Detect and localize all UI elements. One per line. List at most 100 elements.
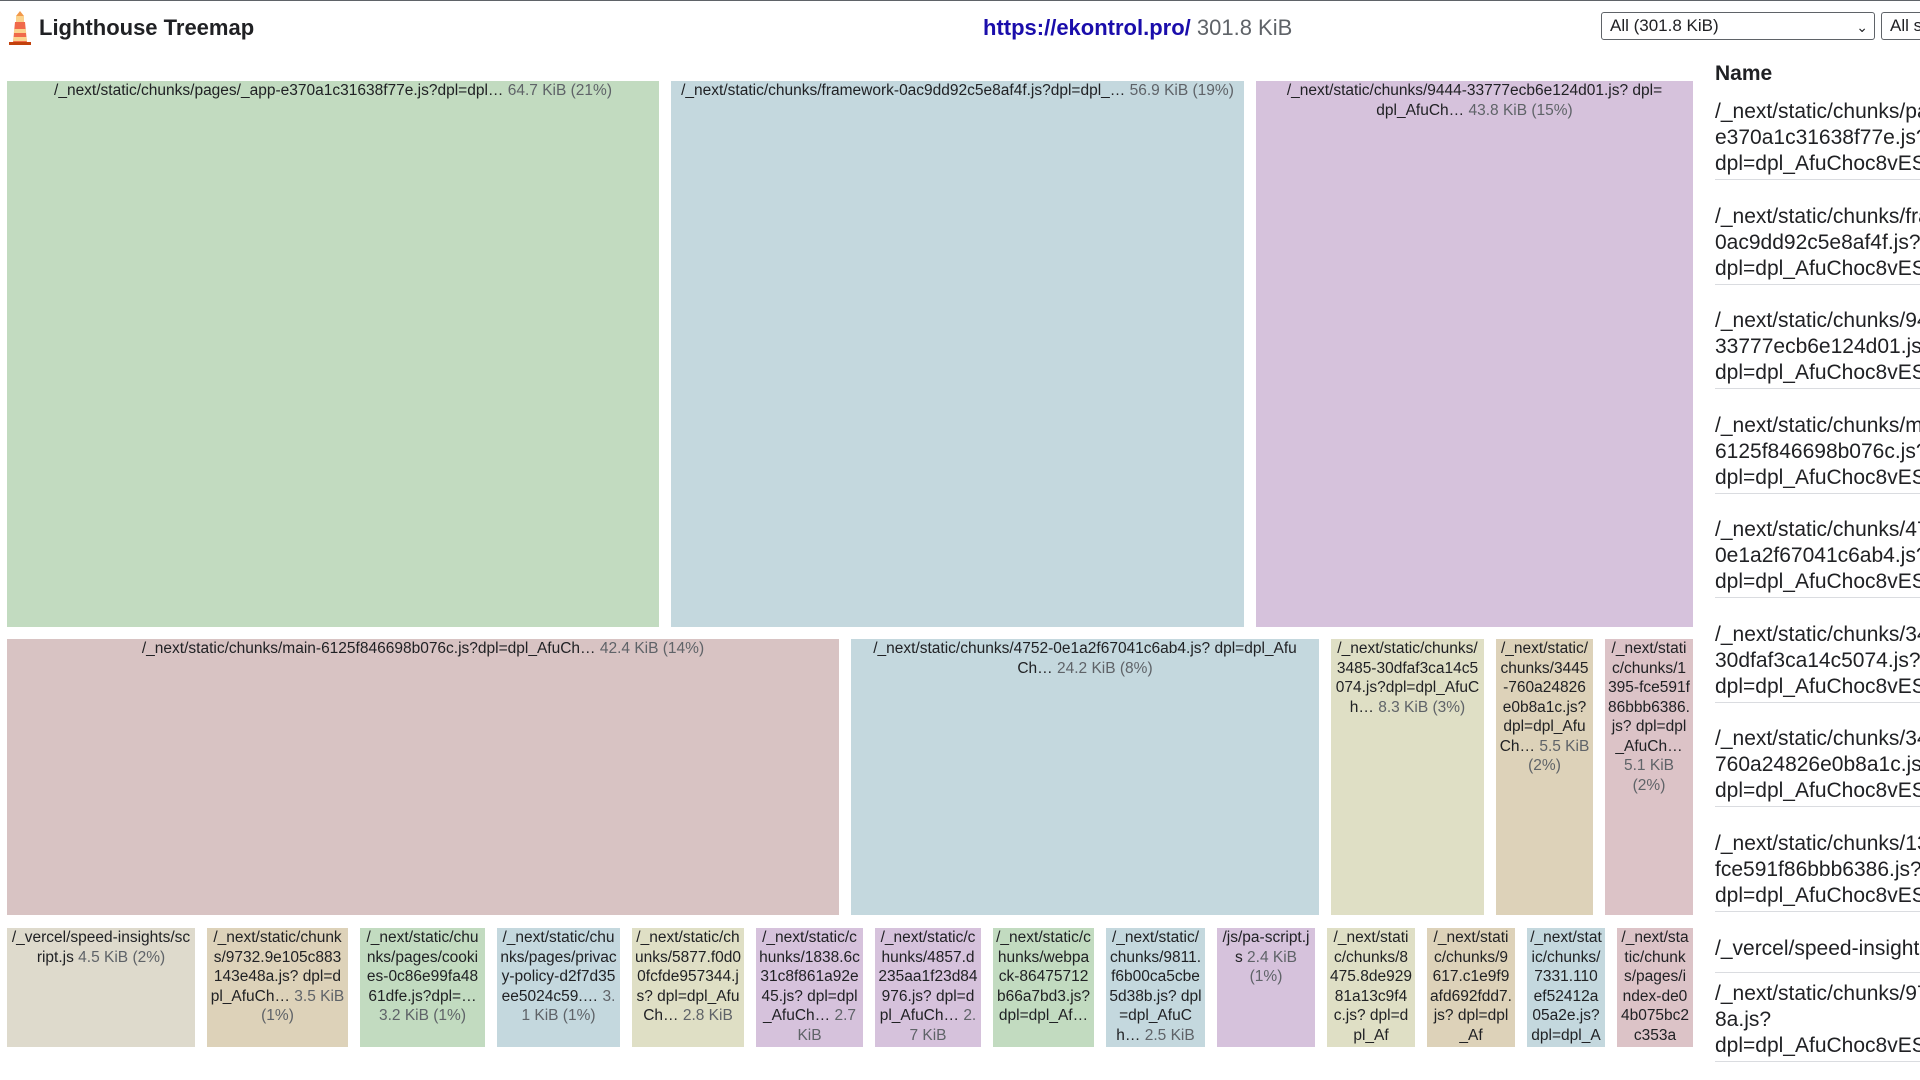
table-row[interactable]: /_next/static/chunks/main- 6125f846698b0… [1715,413,1920,494]
node-name: /_next/static/chunks/pages/_app-e370a1c3… [54,82,504,99]
node-name: /_next/static/chunks/framework-0ac9dd92c… [681,82,1126,99]
treemap-node[interactable]: /_vercel/speed-insights/script.js 4.5 Ki… [7,928,195,1047]
node-name: /_next/static/chunks/9732.9e105c883143e4… [210,929,342,1005]
treemap-node[interactable]: /_next/static/chunks/1838.6c31c8f861a92e… [756,928,863,1047]
table-row[interactable]: /_next/static/chunks/pages/_app- e370a1c… [1715,99,1920,180]
table-row[interactable]: /_next/static/chunks/3445- 760a24826e0b8… [1715,726,1920,807]
row-text-line: /_next/static/chunks/9444- [1715,309,1920,332]
treemap-node[interactable]: /_next/static/chunks/pages/privacy-polic… [497,928,620,1047]
row-text-line: /_next/static/chunks/3445- [1715,727,1920,750]
table-row[interactable]: /_vercel/speed-insights/script.js [1715,936,1920,973]
node-name: /_next/static/chunks/1838.6c31c8f861a92e… [759,929,860,1024]
table-row[interactable]: /_next/static/chunks/1395- fce591f86bbb6… [1715,831,1920,912]
treemap-node[interactable]: /js/pa-script.js 2.4 KiB (1%) [1217,928,1315,1047]
treemap-node[interactable]: /_next/static/chunks/8475.8de92981a13c9f… [1327,928,1415,1047]
lighthouse-logo-icon [9,11,31,45]
node-size: 2.4 KiB (1%) [1247,948,1298,986]
column-header-name[interactable]: Name [1715,62,1773,85]
treemap-node[interactable]: /_next/static/chunks/5877.f0d00fcfde9573… [632,928,744,1047]
node-size: 24.2 KiB (8%) [1057,659,1153,677]
treemap-node[interactable]: /_next/static/chunks/main-6125f846698b07… [7,639,839,915]
row-text-line: 760a24826e0b8a1c.js? [1715,753,1920,776]
node-name: /_next/static/chunks/9444-33777ecb6e124d… [1286,82,1663,119]
node-name: /_next/static/chunks/pages/index-de04b07… [1620,929,1690,1044]
treemap-node[interactable]: /_next/static/chunks/7331.110ef52412a05a… [1527,928,1605,1047]
node-size: 43.8 KiB (15%) [1468,101,1573,119]
app-title: Lighthouse Treemap [39,15,255,40]
row-text-line: /_next/static/chunks/4752- [1715,518,1920,541]
table-row[interactable]: /_next/static/chunks/9444- 33777ecb6e124… [1715,308,1920,389]
treemap-node[interactable]: /_next/static/chunks/9444-33777ecb6e124d… [1256,81,1693,627]
treemap-node[interactable]: /_next/static/chunks/webpack-86475712b66… [993,928,1094,1047]
node-name: /js/pa-script.js [1222,929,1310,966]
row-text-line: dpl=dpl_AfuChoc8vES [1715,361,1920,384]
node-size: 56.9 KiB (19%) [1129,82,1234,99]
row-text-line: /_next/static/chunks/1395- [1715,832,1920,855]
treemap-node[interactable]: /_next/static/chunks/1395-fce591f86bbb63… [1605,639,1693,915]
treemap-node[interactable]: /_next/static/chunks/9617.c1e9f9afd692fd… [1427,928,1515,1047]
treemap-node[interactable]: /_next/static/chunks/9732.9e105c883143e4… [207,928,348,1047]
node-name: /_next/static/chunks/5877.f0d00fcfde9573… [635,929,742,1024]
treemap-node[interactable]: /_next/static/chunks/3485-30dfaf3ca14c50… [1331,639,1484,915]
table-row[interactable]: /_next/static/chunks/9732.9e105c88 8a.js… [1715,981,1920,1062]
node-size: 5.5 KiB (2%) [1528,737,1590,775]
treemap-node[interactable]: /_next/static/chunks/framework-0ac9dd92c… [671,81,1244,627]
row-text-line: /_next/static/chunks/framework- [1715,205,1920,228]
row-text-line: dpl=dpl_AfuChoc8vES [1715,1034,1920,1057]
node-name: /_next/static/chunks/9617.c1e9f9afd692fd… [1430,929,1512,1044]
row-text-line: dpl=dpl_AfuChoc8vES [1715,779,1920,802]
node-name: /_next/static/chunks/3485-30dfaf3ca14c50… [1335,640,1480,716]
row-text-line: 33777ecb6e124d01.js? [1715,335,1920,358]
node-size: 2.7 KiB [909,1007,977,1044]
page-url-link[interactable]: https://ekontrol.pro/ [983,15,1191,40]
row-text-line: 6125f846698b076c.js? [1715,440,1920,463]
view-mode-selector[interactable]: All s [1881,12,1920,40]
node-name: /_next/static/chunks/8475.8de92981a13c9f… [1330,929,1412,1044]
treemap-node[interactable]: /_next/static/chunks/4752-0e1a2f67041c6a… [851,639,1319,915]
bundle-selector-value: All (301.8 KiB) [1610,16,1719,35]
node-size: 4.5 KiB (2%) [78,948,166,966]
node-size: 3.1 KiB (1%) [521,987,616,1025]
node-name: /_next/static/chunks/4857.d235aa1f23d849… [878,929,978,1024]
row-text-line: /_next/static/chunks/9732.9e105c88 [1715,982,1920,1005]
treemap-node[interactable]: /_next/static/chunks/4857.d235aa1f23d849… [875,928,981,1047]
treemap-node[interactable]: /_next/static/chunks/pages/cookies-0c86e… [360,928,485,1047]
row-text-line: dpl=dpl_AfuChoc8vES [1715,466,1920,489]
table-row[interactable]: /_next/static/chunks/framework- 0ac9dd92… [1715,204,1920,285]
treemap-node[interactable]: /_next/static/chunks/pages/index-de04b07… [1617,928,1693,1047]
node-name: /_next/static/chunks/9811.f6b00ca5cbe5d3… [1109,929,1202,1044]
row-text-line: 0e1a2f67041c6ab4.js? [1715,544,1920,567]
treemap: /_next/static/chunks/pages/_app-e370a1c3… [7,81,1693,1047]
node-name: /_next/static/chunks/1395-fce591f86bbb63… [1608,640,1690,755]
node-name: /_next/static/chunks/7331.110ef52412a05a… [1530,929,1602,1044]
row-text-line: /_next/static/chunks/pages/_app- [1715,100,1920,123]
treemap-node[interactable]: /_next/static/chunks/9811.f6b00ca5cbe5d3… [1106,928,1205,1047]
row-text-line: /_next/static/chunks/3485- [1715,623,1920,646]
row-text-line: dpl=dpl_AfuChoc8vES [1715,570,1920,593]
bundle-table: Name /_next/static/chunks/pages/_app- e3… [1700,56,1920,1080]
node-name: /_next/static/chunks/4752-0e1a2f67041c6a… [873,640,1297,677]
node-size: 2.7 KiB [797,1007,857,1044]
treemap-node[interactable]: /_next/static/chunks/pages/_app-e370a1c3… [7,81,659,627]
node-name: /_next/static/chunks/webpack-86475712b66… [996,929,1091,1024]
row-text-line: e370a1c31638f77e.js? [1715,126,1920,149]
node-size: 42.4 KiB (14%) [599,640,705,657]
row-text-line: /_vercel/speed-insights/script.js [1715,937,1920,960]
node-name: /_next/static/chunks/3445-760a24826e0b8a… [1499,640,1589,755]
view-mode-selector-value: All s [1890,16,1920,35]
bundle-selector[interactable]: All (301.8 KiB) ⌄ [1601,12,1875,40]
row-text-line: dpl=dpl_AfuChoc8vES [1715,257,1920,280]
node-size: 2.5 KiB [1144,1026,1195,1044]
node-size: 64.7 KiB (21%) [507,82,612,99]
row-text-line: 8a.js? [1715,1008,1772,1031]
chevron-down-icon: ⌄ [1856,19,1868,35]
table-row[interactable]: /_next/static/chunks/3485- 30dfaf3ca14c5… [1715,622,1920,703]
node-name: /_next/static/chunks/pages/privacy-polic… [500,929,617,1005]
row-text-line: /_next/static/chunks/main- [1715,414,1920,437]
treemap-node[interactable]: /_next/static/chunks/3445-760a24826e0b8a… [1496,639,1593,915]
page-url-summary: https://ekontrol.pro/ 301.8 KiB [983,15,1292,41]
node-name: /_vercel/speed-insights/script.js [11,929,191,966]
table-row[interactable]: /_next/static/chunks/4752- 0e1a2f67041c6… [1715,517,1920,598]
node-size: 8.3 KiB (3%) [1378,698,1466,716]
row-text-line: dpl=dpl_AfuChoc8vES [1715,884,1920,907]
